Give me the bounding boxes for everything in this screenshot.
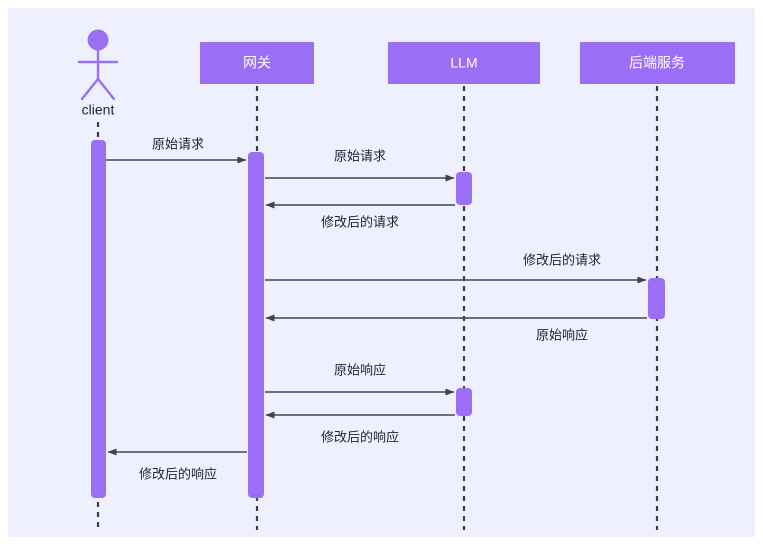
- message-label-8: 修改后的响应: [139, 466, 217, 481]
- message-label-3: 修改后的请求: [321, 214, 399, 229]
- activation-bar-client[interactable]: [91, 140, 106, 498]
- activation-bar-backend[interactable]: [648, 278, 665, 319]
- message-7[interactable]: 修改后的响应: [265, 411, 455, 444]
- message-label-2: 原始请求: [334, 148, 386, 163]
- message-3[interactable]: 修改后的请求: [265, 201, 455, 229]
- activation-bars-group: [91, 140, 665, 498]
- activation-bar-llm-2[interactable]: [456, 388, 472, 416]
- message-label-1: 原始请求: [152, 136, 204, 151]
- participant-gateway[interactable]: 网关: [200, 42, 314, 84]
- participant-label-gateway: 网关: [243, 55, 271, 71]
- actor-head-icon: [87, 29, 109, 51]
- participant-box-backend[interactable]: [580, 42, 735, 84]
- message-5[interactable]: 原始响应: [265, 314, 647, 342]
- actor-leg-right-icon: [96, 77, 116, 101]
- message-1[interactable]: 原始请求: [106, 136, 247, 164]
- participant-box-gateway[interactable]: [200, 42, 314, 84]
- diagram-canvas: [8, 8, 755, 537]
- participant-label-client: client: [82, 102, 115, 118]
- message-4[interactable]: 修改后的请求: [265, 252, 647, 284]
- message-6[interactable]: 原始响应: [265, 362, 455, 396]
- message-label-4: 修改后的请求: [523, 252, 601, 267]
- message-2[interactable]: 原始请求: [265, 148, 455, 182]
- participant-backend[interactable]: 后端服务: [580, 42, 735, 84]
- message-label-7: 修改后的响应: [321, 429, 399, 444]
- actor-leg-left-icon: [80, 77, 100, 101]
- participant-label-backend: 后端服务: [629, 55, 685, 71]
- participant-llm[interactable]: LLM: [388, 42, 540, 84]
- participant-label-llm: LLM: [450, 55, 477, 71]
- message-label-5: 原始响应: [536, 327, 588, 342]
- actor-client[interactable]: client: [77, 29, 119, 118]
- activation-bar-llm-1[interactable]: [456, 172, 472, 205]
- message-8[interactable]: 修改后的响应: [107, 448, 247, 481]
- message-label-6: 原始响应: [334, 362, 386, 377]
- participant-box-llm[interactable]: [388, 42, 540, 84]
- activation-bar-gateway[interactable]: [248, 152, 264, 498]
